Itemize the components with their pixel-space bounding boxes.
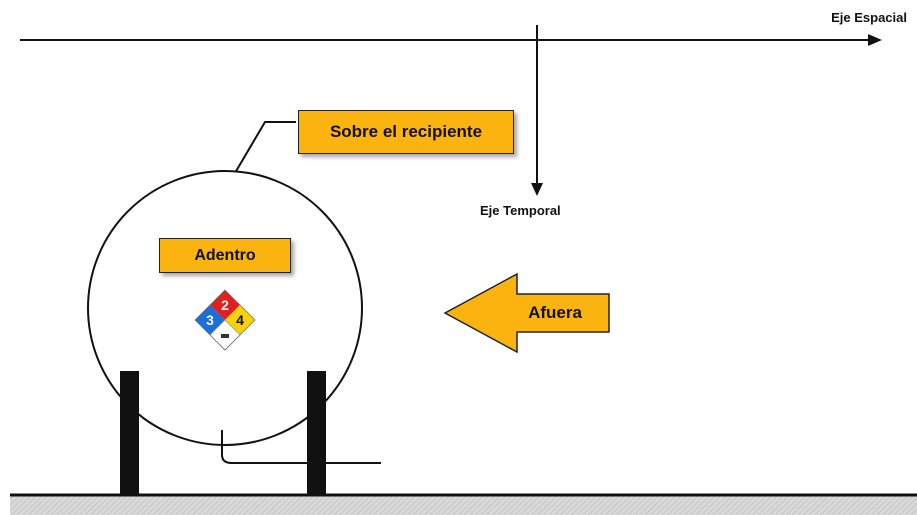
tank-leg-right [307, 371, 326, 495]
nfpa-flammability-number: 2 [221, 297, 229, 313]
temporal-axis-label: Eje Temporal [480, 203, 561, 218]
ground [10, 495, 917, 515]
nfpa-special-mark [221, 334, 229, 338]
nfpa-reactivity-number: 4 [236, 312, 244, 328]
tank-pipe [221, 430, 381, 464]
temporal-axis-arrowhead [531, 183, 543, 196]
tank-leg-left [120, 371, 139, 495]
spatial-axis-arrowhead [868, 34, 882, 46]
outside-arrow [443, 272, 610, 354]
inside-label: Adentro [159, 238, 291, 273]
spatial-axis-label: Eje Espacial [831, 10, 907, 25]
on-container-label: Sobre el recipiente [298, 110, 514, 154]
nfpa-diamond: 2 3 4 [194, 289, 256, 351]
outside-label: Afuera [528, 303, 582, 322]
callout-leader-line [231, 121, 296, 179]
nfpa-health-number: 3 [206, 312, 214, 328]
nfpa-diamond-outline [194, 289, 256, 351]
